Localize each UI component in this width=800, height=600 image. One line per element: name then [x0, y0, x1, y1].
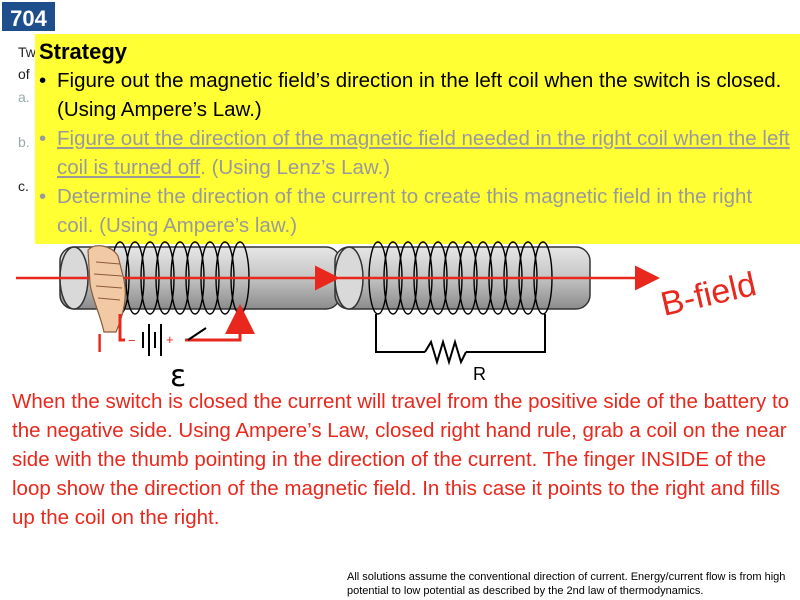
explanation-text: When the switch is closed the current wi…	[12, 390, 790, 529]
strategy-item-3: •Determine the direction of the current …	[39, 185, 753, 237]
strategy-item-2-underlined: Figure out the direction of the magnetic…	[57, 127, 790, 179]
strategy-list: •Figure out the magnetic field’s directi…	[39, 66, 792, 240]
resistor-icon	[424, 338, 467, 366]
hand-icon	[87, 245, 126, 333]
question-part-c: c.	[18, 178, 29, 194]
field-label: B-field	[657, 265, 759, 324]
battery-icon	[142, 324, 207, 356]
left-circuit	[118, 304, 255, 342]
emf-label: ε	[170, 359, 186, 390]
question-intro-line2: of	[18, 66, 30, 82]
question-intro-line1: Tw	[18, 44, 36, 60]
current-label: I	[96, 328, 103, 358]
strategy-item-1: •Figure out the magnetic field’s directi…	[39, 69, 782, 121]
strategy-item-2: •Figure out the direction of the magneti…	[39, 127, 790, 179]
question-part-a: a.	[18, 89, 30, 105]
resistor-label: R	[473, 364, 486, 384]
footnote: All solutions assume the conventional di…	[347, 571, 786, 597]
right-circuit	[375, 314, 546, 366]
battery-minus: −	[128, 333, 136, 348]
strategy-box: Strategy •Figure out the magnetic field’…	[35, 34, 800, 244]
question-part-b: b.	[18, 134, 30, 150]
circuit-diagram: − + I ε R B-field	[16, 241, 760, 390]
slide-number-badge: 704	[0, 0, 57, 33]
strategy-item-2-rest: . (Using Lenz’s Law.)	[200, 156, 391, 179]
battery-plus: +	[166, 332, 174, 347]
strategy-title: Strategy	[39, 39, 128, 64]
